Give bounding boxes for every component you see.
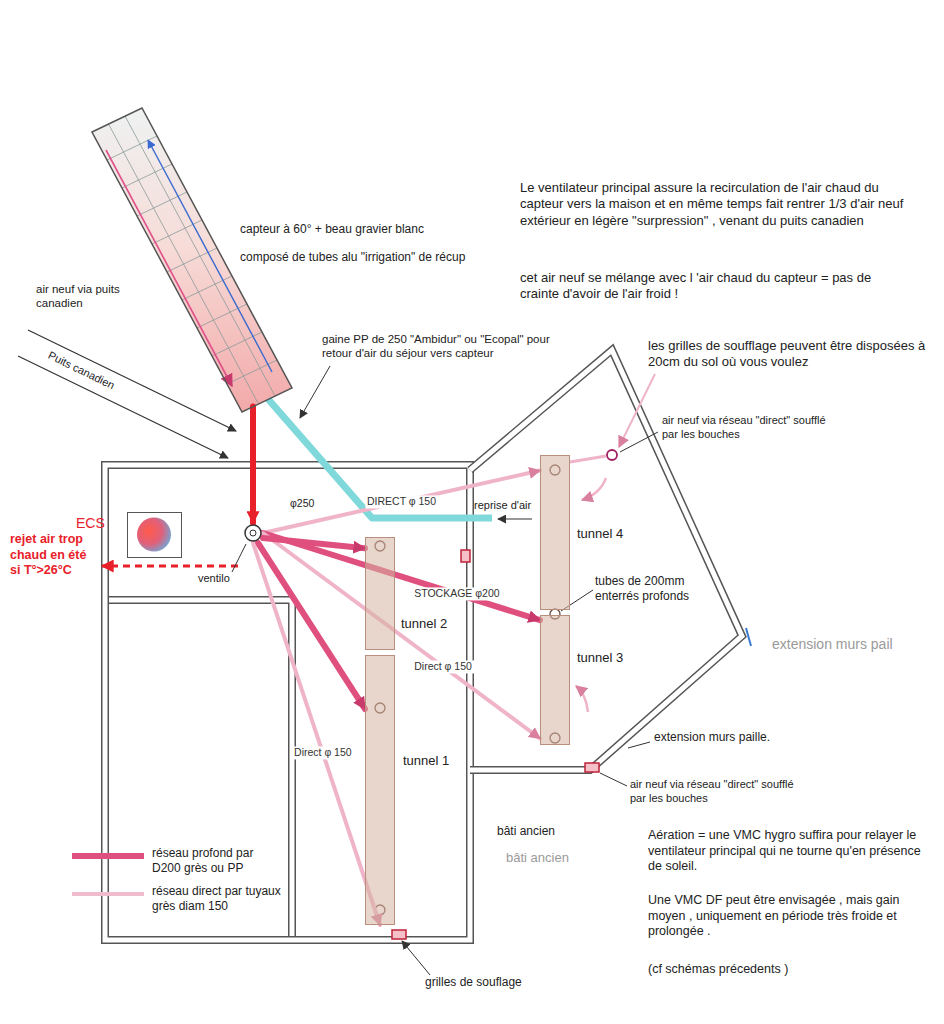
node-label: ventilo <box>198 572 230 586</box>
supply-grille <box>607 450 617 460</box>
earth-tube-arrow <box>28 330 236 431</box>
exhaust-arrow <box>102 565 238 568</box>
tank-symbol <box>128 513 180 556</box>
pipe-label: Direct φ 150 <box>292 747 354 760</box>
duct-connector <box>250 407 256 523</box>
legend-label: réseau direct par tuyaux grès diam 150 <box>152 884 282 914</box>
return-arrow <box>498 518 532 519</box>
wall-label: extension murs paille. <box>654 730 770 745</box>
building-label: bâti ancien <box>497 824 555 839</box>
node-label: tunnel 3 <box>577 650 623 666</box>
fan-symbol <box>243 523 263 543</box>
leader-line <box>619 374 655 447</box>
pipe-label: STOCKAGE φ200 <box>412 587 501 600</box>
warm-air-arrow <box>106 150 232 386</box>
note-text: les grilles de soufflage peuvent être di… <box>648 338 928 371</box>
earth-tube-arrow <box>18 356 228 458</box>
legend-label: réseau profond par D200 grès ou PP <box>152 846 282 876</box>
buried-tunnel: tunnel 3 <box>540 615 570 745</box>
fan-symbol <box>250 530 256 536</box>
inner-wall <box>109 600 292 936</box>
note-text: Une VMC DF peut être envisagée , mais ga… <box>648 893 928 940</box>
inlet-label: air neuf via puits canadien <box>36 282 148 311</box>
wall-mark <box>746 628 751 646</box>
duct-connector <box>263 533 540 620</box>
fan-symbol <box>245 525 261 541</box>
return-label: reprise d'air <box>474 499 531 513</box>
duct-label: Puits canadien <box>46 349 117 393</box>
leader-line <box>300 366 330 418</box>
duct-connector <box>263 538 365 548</box>
node-label: composé de tubes alu "irrigation" de réc… <box>240 250 465 265</box>
solar-collector: capteur à 60° + beau gravier blanccompos… <box>88 100 308 416</box>
note-text: (cf schémas précedents ) <box>648 962 788 978</box>
tank-symbol <box>137 518 171 552</box>
node-label: tunnel 2 <box>401 616 447 632</box>
node-label: ECS <box>76 515 105 533</box>
duct-note: gaine PP de 250 "Ambidur" ou "Ecopal" po… <box>322 332 562 361</box>
legend-sample <box>72 892 144 896</box>
water-tank: ECS <box>127 512 182 558</box>
supply-grille <box>392 930 406 939</box>
node-label: tunnel 4 <box>577 526 623 542</box>
node-label: capteur à 60° + beau gravier blanc <box>240 222 424 237</box>
direct-branch <box>570 456 606 462</box>
duct-connector <box>263 471 540 534</box>
buried-tunnel: tunnel 1 <box>365 655 395 925</box>
leader-line <box>402 941 430 975</box>
extension-wall <box>470 350 742 770</box>
diameter-label: φ250 <box>290 497 314 510</box>
old-building-wall <box>105 465 470 940</box>
buried-tunnel: tunnel 2 <box>365 537 395 650</box>
supply-grille <box>461 550 470 562</box>
watermark-text: bâti ancien <box>506 850 569 866</box>
note-text: cet air neuf se mélange avec l 'air chau… <box>520 270 872 303</box>
callout-text: tubes de 200mm enterrés profonds <box>595 574 710 604</box>
duct-connector <box>263 533 540 739</box>
legend-sample <box>72 850 146 862</box>
leader-line <box>628 742 650 748</box>
duct-connector <box>258 543 365 709</box>
fan-symbol: ventilo <box>243 523 263 543</box>
pipe-label: Direct φ 150 <box>412 660 474 673</box>
duct-connector <box>253 543 380 925</box>
watermark-text: extension murs pail <box>772 636 893 654</box>
vent-note: air neuf via réseau "direct" soufflé par… <box>662 414 827 442</box>
buried-tunnel: tunnel 4 <box>540 455 570 610</box>
airflow-arrow <box>582 478 606 500</box>
legend-sample <box>72 888 146 900</box>
note-text: Aération = une VMC hygro suffira pour re… <box>648 828 928 875</box>
note-text: Le ventilateur principal assure la recir… <box>520 180 910 229</box>
callout-text: grilles de souflage <box>425 975 522 990</box>
leader-line <box>232 544 246 572</box>
return-duct <box>268 399 492 518</box>
tube-mouth <box>375 465 560 915</box>
node-label: tunnel 1 <box>403 753 449 769</box>
supply-grille <box>585 763 599 772</box>
pipe-label: DIRECT φ 150 <box>365 495 438 508</box>
extension-wall <box>470 350 742 770</box>
warning-note: rejet air trop chaud en été si T°>26°C <box>10 532 90 579</box>
airflow-arrow <box>576 686 588 712</box>
inner-wall <box>109 600 292 936</box>
legend-sample <box>72 853 144 859</box>
vent-note: air neuf via réseau "direct" soufflé par… <box>630 778 795 806</box>
old-building-wall <box>105 465 470 940</box>
leader-line <box>600 773 627 786</box>
